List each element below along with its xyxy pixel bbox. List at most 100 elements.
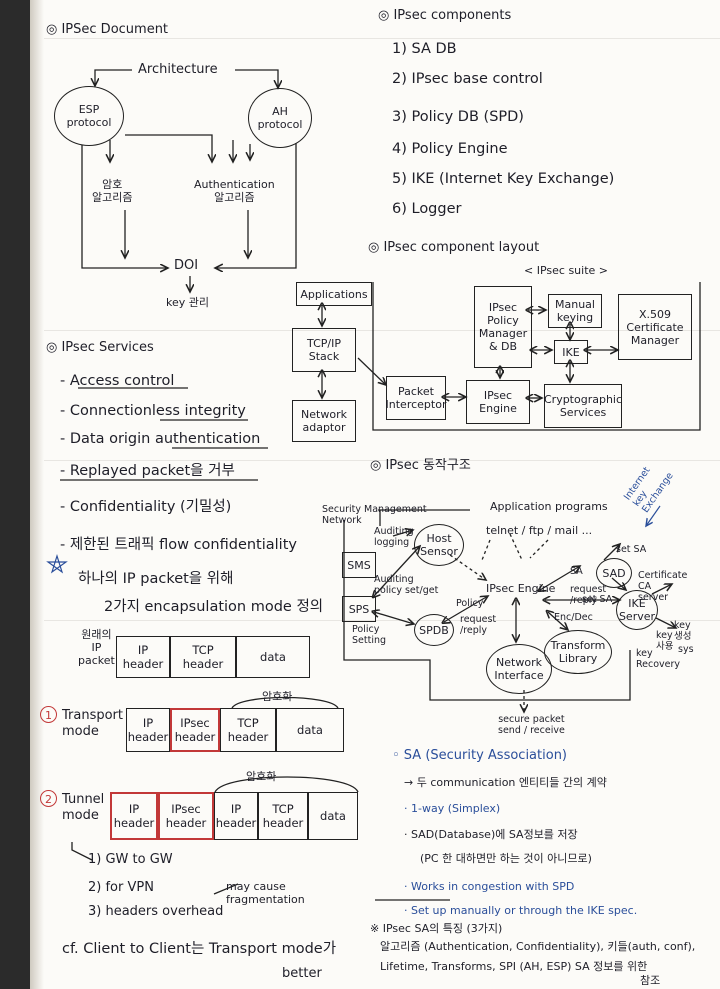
service-item: - Access control (60, 373, 175, 389)
packet-cell-ipsec: IPsec header (170, 708, 220, 752)
sa-line: · SAD(Database)에 SA정보를 저장 (404, 828, 578, 841)
transport-number: 1 (40, 706, 57, 723)
client-note: cf. Client to Client는 Transport mode가 (62, 941, 337, 957)
sa-title: ◦ SA (Security Association) (392, 748, 567, 763)
packet-cell: TCP header (170, 636, 236, 678)
certificate-ca-label: Certificate CA server (638, 570, 688, 603)
key-management-label: key 관리 (166, 296, 209, 309)
component-item: 6) Logger (392, 201, 462, 217)
ah-protocol: AH protocol (248, 88, 312, 148)
packet-cell: data (276, 708, 344, 752)
encapsulation-note: 하나의 IP packet을 위해 (78, 571, 234, 587)
rule-line (44, 460, 720, 461)
ike-box: IKE (554, 340, 588, 364)
structure-title: ◎ IPsec 동작구조 (370, 458, 471, 473)
service-item: - 제한된 트래픽 flow confidentiality (60, 537, 297, 553)
component-item: 3) Policy DB (SPD) (392, 109, 524, 125)
enc-dec-label: Enc/Dec (554, 612, 593, 623)
rule-line (44, 38, 720, 39)
authentication-algorithm: Authentication 알고리즘 (194, 178, 275, 204)
sa-line: · 1-way (Simplex) (404, 802, 501, 815)
auditing-logging-label: Auditing logging (374, 526, 414, 548)
sms-box: SMS (342, 552, 376, 578)
request-reply-label-2: request /reply (570, 584, 607, 606)
auditing-policy-label: Auditing policy set/get (374, 574, 439, 596)
doi-label: DOI (174, 258, 199, 273)
cryptographic-services-box: Cryptographic Services (544, 384, 622, 428)
sa-line: 참조 (640, 974, 661, 987)
manual-keying-box: Manual keying (548, 294, 602, 328)
transform-library-ellipse: Transform Library (544, 630, 612, 674)
host-sensor-ellipse: Host Sensor (414, 524, 464, 566)
layout-title: ◎ IPsec component layout (368, 240, 540, 255)
x509-manager-box: X.509 Certificate Manager (618, 294, 692, 360)
component-item: 5) IKE (Internet Key Exchange) (392, 171, 615, 187)
component-item: 1) SA DB (392, 41, 457, 57)
ipsec-engine-label: IPsec Engine (486, 582, 556, 595)
better-note: better (282, 966, 322, 981)
set-sa-label-2: set SA (582, 594, 613, 605)
service-item: - Confidentiality (기밀성) (60, 499, 232, 515)
key-use-label: key 사용 (656, 630, 674, 652)
network-adaptor-box: Network adaptor (292, 400, 356, 442)
sys-label: sys (678, 644, 694, 655)
sa-line: 알고리즘 (Authentication, Confidentiality), … (380, 940, 696, 953)
packet-interceptor-box: Packet Interceptor (386, 376, 446, 420)
network-interface-ellipse: Network Interface (486, 644, 552, 694)
ike-server-ellipse: IKE Server (616, 590, 658, 630)
tunnel-note: 2) for VPN (88, 880, 154, 895)
secure-packet-label: secure packet send / receive (498, 714, 565, 736)
encapsulation-note-2: 2가지 encapsulation mode 정의 (104, 599, 324, 615)
transport-encrypt-label: 암호화 (262, 690, 293, 703)
key-generation-label: key 생성 (674, 620, 692, 642)
policy-setting-label: Policy Setting (352, 624, 387, 646)
component-item: 2) IPsec base control (392, 71, 543, 87)
set-sa-label: set SA (616, 544, 647, 555)
sad-ellipse: SAD (596, 558, 632, 588)
rule-line (44, 330, 720, 331)
packet-cell: TCP header (258, 792, 308, 840)
ipsec-engine-box: IPsec Engine (466, 380, 530, 424)
sa-line: → 두 communication 엔티티들 간의 계약 (404, 776, 607, 789)
tunnel-encrypt-label: 암호화 (246, 770, 277, 783)
tunnel-mode-label: Tunnel mode (62, 792, 105, 823)
sa-line: Lifetime, Transforms, SPI (AH, ESP) SA 정… (380, 960, 648, 973)
policy-manager-box: IPsec Policy Manager & DB (474, 286, 532, 368)
original-packet-label: 원래의 IP packet (78, 628, 115, 667)
tunnel-note: 3) headers overhead (88, 904, 224, 919)
tunnel-number: 2 (40, 790, 57, 807)
application-list: telnet / ftp / mail ... (486, 524, 593, 537)
transport-mode-label: Transport mode (62, 708, 124, 739)
notebook-binding (0, 0, 44, 989)
policy-label: Policy (456, 598, 484, 609)
packet-cell: TCP header (220, 708, 276, 752)
packet-cell-ip: IP header (110, 792, 158, 840)
packet-cell-ipsec: IPsec header (158, 792, 214, 840)
packet-cell: data (308, 792, 358, 840)
sa-line: ※ IPsec SA의 특징 (3가지) (370, 922, 503, 935)
key-recovery-label: key Recovery (636, 648, 681, 670)
tcpip-stack-box: TCP/IP Stack (292, 328, 356, 372)
packet-cell: IP header (214, 792, 258, 840)
applications-box: Applications (296, 282, 372, 306)
packet-cell: IP header (116, 636, 170, 678)
security-management-network: Security Management Network (322, 504, 427, 526)
tunnel-note: 1) GW to GW (88, 852, 173, 867)
components-title: ◎ IPsec components (378, 8, 512, 23)
packet-cell: IP header (126, 708, 170, 752)
doc-title: ◎ IPSec Document (46, 22, 169, 37)
sa-line: (PC 한 대하면만 하는 것이 아니므로) (420, 852, 592, 865)
packet-cell: data (236, 636, 310, 678)
encryption-algorithm: 암호 알고리즘 (92, 178, 133, 204)
request-reply-label: request /reply (460, 614, 497, 636)
sa-line: · Works in congestion with SPD (404, 880, 575, 893)
sa-line: · Set up manually or through the IKE spe… (404, 904, 638, 917)
spdb-ellipse: SPDB (414, 614, 454, 646)
ipsec-suite-label: < IPsec suite > (524, 264, 608, 277)
application-programs-label: Application programs (490, 500, 608, 513)
service-item: - Replayed packet을 거부 (60, 463, 235, 479)
service-item: - Connectionless integrity (60, 403, 246, 419)
component-item: 4) Policy Engine (392, 141, 508, 157)
